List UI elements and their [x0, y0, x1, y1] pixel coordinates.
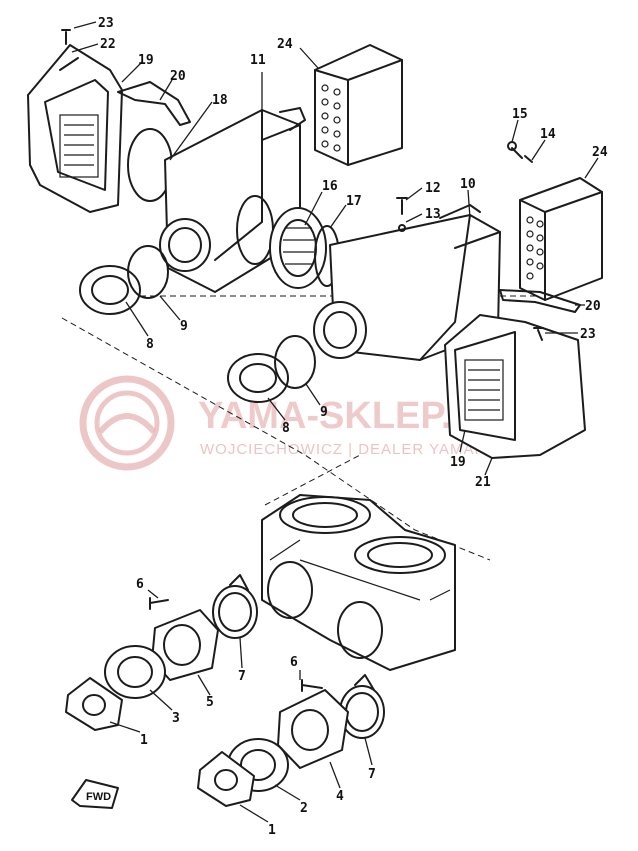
label-2: 2 — [300, 801, 308, 816]
clamp-7-upper — [212, 574, 258, 639]
label-8-upper: 8 — [146, 337, 154, 352]
leader-lines — [71, 21, 599, 823]
watermark-logo-wave — [97, 413, 157, 435]
label-17: 17 — [346, 194, 362, 209]
air-box-right — [313, 204, 501, 361]
carburetor-assembly — [261, 494, 456, 671]
label-13: 13 — [425, 207, 441, 222]
label-15: 15 — [512, 107, 528, 122]
funnel-8-lower — [227, 353, 289, 403]
label-3: 3 — [172, 711, 180, 726]
label-6-upper: 6 — [136, 577, 144, 592]
label-8-lower: 8 — [282, 421, 290, 436]
clamp-7-lower — [339, 674, 385, 739]
label-19-right: 19 — [450, 455, 466, 470]
fwd-arrow: FWD — [71, 779, 119, 809]
label-1-lower: 1 — [268, 823, 276, 838]
guide-line-mid — [264, 454, 361, 506]
label-18: 18 — [212, 93, 228, 108]
label-19-top: 19 — [138, 53, 154, 68]
label-12: 12 — [425, 181, 441, 196]
screw-6-lower — [301, 679, 323, 692]
boot-16 — [269, 207, 327, 289]
label-24-top: 24 — [277, 37, 293, 52]
joint-4 — [277, 689, 349, 769]
screw-6-upper — [149, 597, 169, 610]
label-23-right: 23 — [580, 327, 596, 342]
label-20-right: 20 — [585, 299, 601, 314]
part-labels: 23 22 19 20 18 11 24 16 17 12 13 10 15 1… — [98, 16, 608, 838]
gasket-1-lower — [197, 751, 255, 807]
label-4: 4 — [336, 789, 344, 804]
label-9-lower: 9 — [320, 405, 328, 420]
air-filter-element-top — [314, 44, 403, 166]
label-7-upper: 7 — [238, 669, 246, 684]
joint-3 — [104, 645, 166, 699]
fwd-label: FWD — [86, 791, 111, 803]
label-1-upper: 1 — [140, 733, 148, 748]
label-14: 14 — [540, 127, 556, 142]
label-5: 5 — [206, 695, 214, 710]
watermark-logo-inner — [94, 390, 160, 456]
label-7-lower: 7 — [368, 767, 376, 782]
bracket-20-left — [117, 81, 191, 126]
ring-9-upper — [127, 245, 169, 299]
watermark: YAMA-SKLEP.PL WOJCIECHOWICZ | DEALER YAM… — [79, 375, 500, 471]
air-filter-element-right — [519, 177, 603, 301]
label-20-top: 20 — [170, 69, 186, 84]
label-16: 16 — [322, 179, 338, 194]
air-box-cover-left — [27, 44, 123, 213]
ring-9-lower — [274, 335, 316, 389]
label-10: 10 — [460, 177, 476, 192]
label-23-top: 23 — [98, 16, 114, 31]
label-6-lower: 6 — [290, 655, 298, 670]
label-22: 22 — [100, 37, 116, 52]
funnel-8-upper — [79, 265, 141, 315]
air-box-cover-right — [444, 314, 586, 459]
watermark-tagline: WOJCIECHOWICZ | DEALER YAMAHA — [200, 441, 497, 458]
label-21: 21 — [475, 475, 491, 490]
label-11: 11 — [250, 53, 266, 68]
bracket-20-right — [499, 289, 581, 313]
label-9-upper: 9 — [180, 319, 188, 334]
label-24-right: 24 — [592, 145, 608, 160]
watermark-logo-ring — [79, 375, 175, 471]
